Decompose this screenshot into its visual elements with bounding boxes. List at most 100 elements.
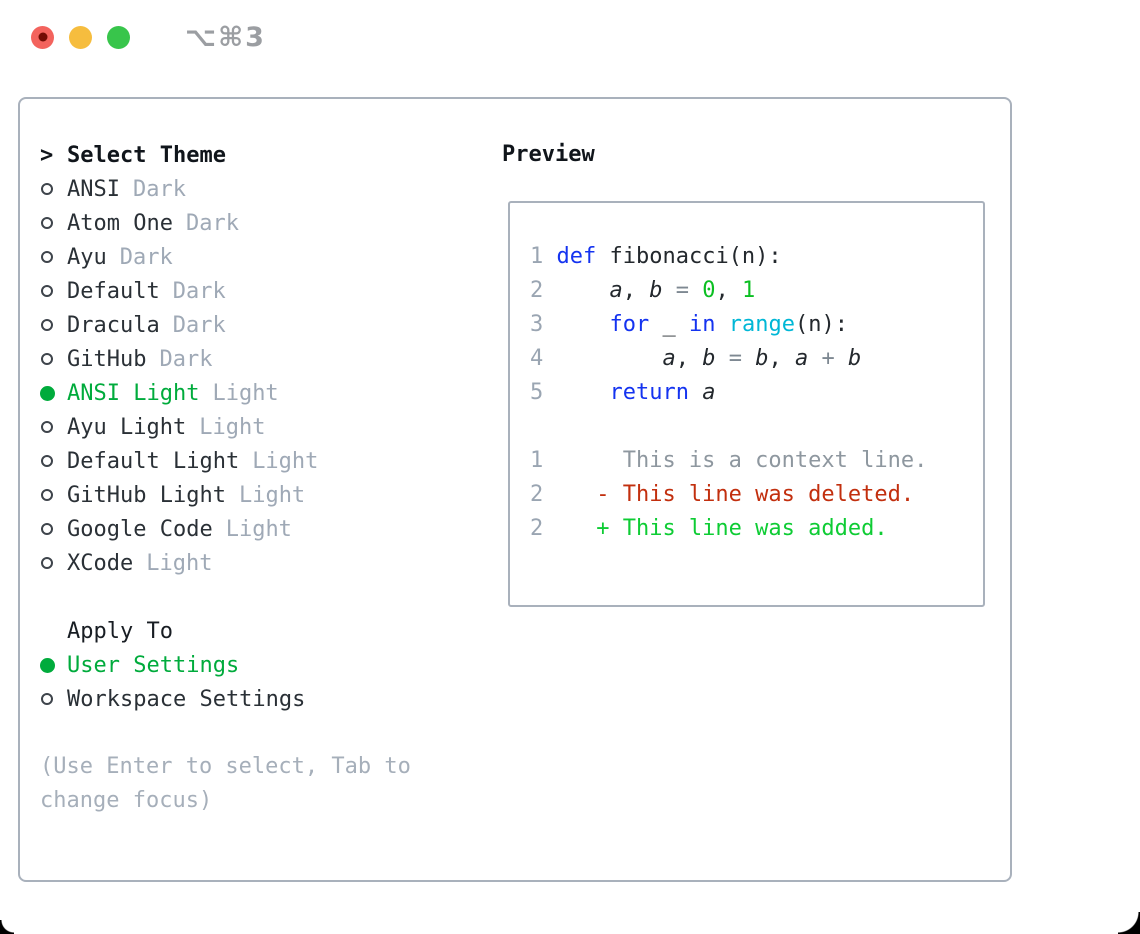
radio-circle	[41, 523, 53, 535]
spacer	[40, 716, 411, 750]
zoom-button[interactable]	[107, 25, 130, 49]
radio-selected-icon	[40, 385, 67, 401]
code-segment: a	[702, 380, 716, 405]
code-line: 5 return a	[530, 376, 983, 410]
minimize-button[interactable]	[69, 25, 92, 49]
code-segment: _	[649, 312, 689, 337]
theme-option-label: Default	[67, 278, 160, 304]
code-segment: a	[662, 346, 676, 371]
code-segment: a	[609, 278, 623, 303]
theme-variant-label: Dark	[185, 210, 239, 236]
theme-option-label: GitHub	[67, 346, 147, 372]
theme-variant-label: Light	[146, 550, 213, 576]
code-segment: (n):	[794, 312, 848, 337]
spacer	[40, 580, 411, 614]
theme-option-label: Dracula	[67, 312, 160, 338]
code-segment	[835, 346, 848, 371]
preview-title: Preview	[502, 142, 595, 167]
theme-option-label: Ayu	[67, 244, 107, 270]
theme-option-xcode[interactable]: XCode Light	[40, 546, 411, 580]
radio-icon	[40, 251, 67, 263]
diff-added-line: 2 + This line was added.	[530, 512, 983, 546]
code-segment: - This line was deleted.	[556, 482, 915, 507]
code-line: 4 a, b = b, a + b	[530, 342, 983, 376]
radio-icon	[40, 217, 67, 229]
theme-option-label: ANSI	[67, 176, 120, 202]
theme-option-label: Atom One	[67, 210, 173, 236]
code-segment	[689, 380, 702, 405]
code-segment: ,	[675, 346, 703, 371]
theme-option-label: GitHub Light	[67, 482, 226, 508]
code-segment: +	[821, 346, 835, 371]
line-number: 3	[530, 312, 544, 337]
code-segment: b	[755, 346, 769, 371]
code-segment	[556, 380, 609, 405]
code-segment: def	[556, 244, 597, 269]
radio-circle	[41, 693, 53, 705]
radio-circle	[41, 251, 53, 263]
radio-icon	[40, 693, 67, 705]
theme-variant-label: Dark	[159, 346, 213, 372]
window-titlebar: ⌥⌘3	[31, 22, 266, 53]
theme-variant-label: Dark	[172, 278, 226, 304]
apply-option-workspace-settings[interactable]: Workspace Settings	[40, 682, 411, 716]
radio-icon	[40, 285, 67, 297]
radio-icon	[40, 319, 67, 331]
apply-to-header: Apply To	[40, 614, 411, 648]
theme-option-dracula[interactable]: Dracula Dark	[40, 308, 411, 342]
code-segment	[742, 346, 755, 371]
select-theme-header: > Select Theme	[40, 138, 411, 172]
line-number: 2	[530, 482, 544, 507]
radio-dot	[40, 657, 55, 673]
theme-variant-label: Light	[212, 380, 279, 406]
theme-option-default[interactable]: Default Dark	[40, 274, 411, 308]
line-number: 4	[530, 346, 544, 371]
theme-variant-label: Light	[199, 414, 266, 440]
code-segment: a	[794, 346, 809, 371]
theme-option-atom-one[interactable]: Atom One Dark	[40, 206, 411, 240]
code-segment: 0	[702, 278, 716, 303]
line-number: 2	[530, 278, 544, 303]
theme-option-github[interactable]: GitHub Dark	[40, 342, 411, 376]
close-button[interactable]	[31, 25, 54, 49]
code-segment: =	[675, 278, 689, 303]
line-number: 5	[530, 380, 544, 405]
theme-variant-label: Light	[238, 482, 306, 508]
code-segment: + This line was added.	[556, 516, 888, 541]
code-segment: 1	[741, 278, 756, 303]
screen-corner	[1118, 912, 1140, 934]
screen-corner	[0, 920, 14, 934]
hint-line-2: change focus)	[40, 788, 213, 813]
diff-context-line: 1 This is a context line.	[530, 444, 983, 478]
keyboard-shortcut-label: ⌥⌘3	[185, 21, 266, 53]
line-number: 1	[530, 244, 544, 269]
code-segment: return	[609, 380, 689, 405]
diff-removed-line: 2 - This line was deleted.	[530, 478, 983, 512]
radio-circle	[41, 489, 53, 501]
radio-icon	[40, 489, 67, 501]
radio-circle	[41, 285, 53, 297]
theme-variant-label: Dark	[172, 312, 226, 338]
apply-option-user-settings[interactable]: User Settings	[40, 648, 411, 682]
radio-circle	[41, 183, 53, 195]
code-line: 3 for _ in range(n):	[530, 308, 983, 342]
radio-icon	[40, 353, 67, 365]
radio-circle	[41, 455, 53, 467]
radio-circle	[41, 557, 53, 569]
radio-circle	[41, 319, 53, 331]
apply-to-title: Apply To	[67, 618, 173, 644]
theme-option-github-light[interactable]: GitHub Light Light	[40, 478, 411, 512]
theme-option-label: XCode	[67, 550, 134, 576]
code-segment	[556, 312, 609, 337]
